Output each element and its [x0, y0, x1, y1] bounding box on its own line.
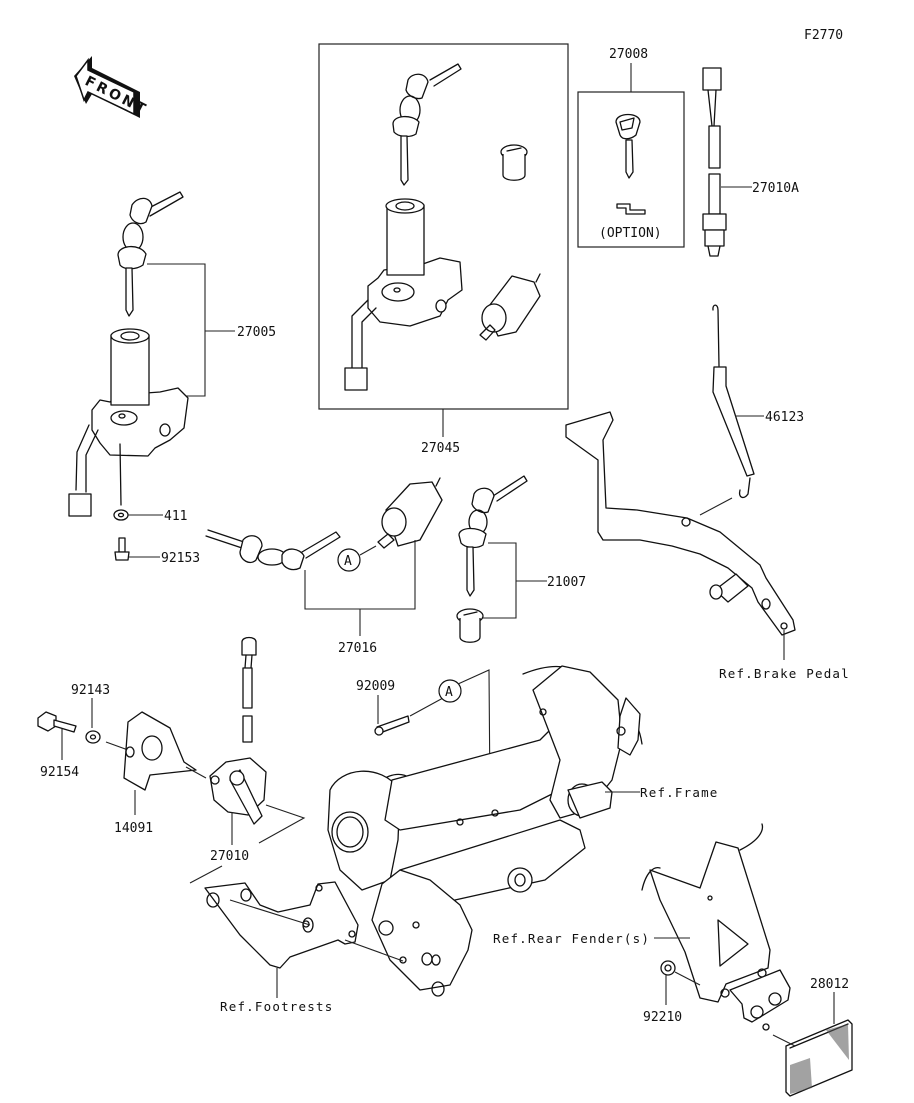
front-arrow-icon: FRONT [74, 56, 150, 119]
figure-id: F2770 [804, 28, 843, 43]
callout-27008: 27008 [609, 47, 648, 62]
screw-icon [118, 537, 126, 553]
spring-46123[interactable] [712, 304, 755, 499]
callout-27045: 27045 [421, 441, 460, 456]
front-label: FRONT [82, 73, 150, 118]
seat-lock-icon [479, 273, 541, 341]
ignition-switch-27005[interactable] [68, 191, 235, 517]
rear-fender-icon [641, 823, 791, 1031]
callout-27010: 27010 [210, 849, 249, 864]
ignition-cylinder-icon [344, 198, 463, 391]
washer-icon [85, 730, 101, 744]
key-set-21007[interactable] [456, 475, 528, 643]
switch-icon [209, 636, 267, 825]
marker-a-label: A [445, 685, 453, 700]
callout-46123: 46123 [765, 410, 804, 425]
plug-cap-icon [500, 144, 528, 181]
cover-icon [123, 711, 197, 791]
callout-92009: 92009 [356, 679, 395, 694]
ignition-kit-27045[interactable] [344, 63, 541, 391]
reference-marker-a: A [337, 548, 361, 572]
switch-cover-14091[interactable] [123, 711, 197, 791]
marker-a-label: A [344, 554, 352, 569]
callout-21007: 21007 [547, 575, 586, 590]
neutral-switch-27010A[interactable] [702, 67, 727, 257]
rear-fender-ref[interactable] [641, 823, 791, 1031]
washer-icon [113, 509, 129, 521]
callout-92210: 92210 [643, 1010, 682, 1025]
neutral-switch-27010[interactable] [209, 636, 267, 825]
callout-27005: 27005 [237, 325, 276, 340]
tip-symbol-icon [616, 203, 646, 215]
screw-92153[interactable] [114, 537, 130, 561]
brake-pedal-icon [565, 411, 796, 636]
bolt-92154[interactable] [37, 711, 77, 733]
callout-ref-frame: Ref.Frame [640, 785, 719, 800]
footrest-bracket-ref[interactable] [189, 865, 404, 969]
ignition-kit-box [318, 43, 569, 410]
brake-pedal-ref[interactable] [565, 411, 796, 636]
connector-icon [702, 67, 727, 257]
washer-411[interactable] [113, 509, 129, 521]
screw-92009[interactable] [374, 715, 410, 736]
seat-lock-set-27016[interactable] [205, 477, 443, 571]
callout-28012: 28012 [810, 977, 849, 992]
callout-27010A: 27010A [752, 181, 799, 196]
callout-92153: 92153 [161, 551, 200, 566]
blank-key-27008[interactable] [615, 113, 646, 215]
callout-92154: 92154 [40, 765, 79, 780]
plug-cap-icon [456, 608, 484, 643]
callout-411: 411 [164, 509, 187, 524]
bolt-icon [37, 711, 77, 733]
callout-92143: 92143 [71, 683, 110, 698]
frame-ref[interactable] [327, 665, 643, 997]
nut-icon [660, 960, 676, 976]
callout-14091: 14091 [114, 821, 153, 836]
spring-icon [712, 304, 755, 499]
blank-key-box [577, 91, 685, 248]
reference-marker-a: A [438, 679, 462, 703]
key-set-icon [392, 63, 462, 186]
footrest-bracket-icon [204, 881, 359, 969]
callout-ref-rear-fender: Ref.Rear Fender(s) [493, 931, 650, 946]
frame-icon [327, 665, 643, 997]
reflector-28012[interactable] [785, 1019, 853, 1097]
key-set-icon [117, 191, 184, 317]
key-pair-icon [205, 529, 341, 571]
washer-92143[interactable] [85, 730, 101, 744]
key-set-icon [458, 475, 528, 597]
option-note: (OPTION) [599, 226, 662, 241]
callout-ref-footrests: Ref.Footrests [220, 999, 333, 1014]
seat-lock-icon [377, 477, 443, 549]
nut-92210[interactable] [660, 960, 676, 976]
blank-key-icon [615, 113, 641, 179]
callout-ref-brake-pedal: Ref.Brake Pedal [719, 666, 850, 681]
ignition-cylinder-icon [68, 328, 189, 517]
callout-27016: 27016 [338, 641, 377, 656]
